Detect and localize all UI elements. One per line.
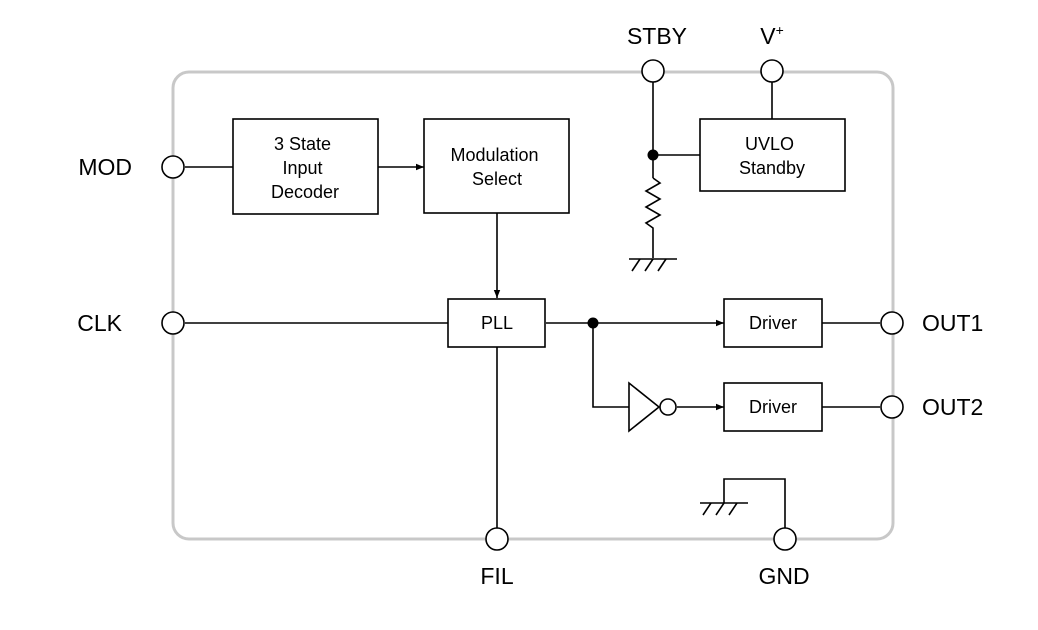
driver2-label: Driver <box>749 397 797 417</box>
modulation-label-line-2: Select <box>472 169 522 189</box>
pin-label-vplus-group: V+ <box>760 22 784 49</box>
pin-out1 <box>880 311 904 335</box>
driver2-block <box>723 382 823 432</box>
decoder-block <box>232 118 379 215</box>
pin-label-out2: OUT2 <box>922 394 983 420</box>
pll-block <box>447 298 546 348</box>
ic-outline <box>171 70 895 541</box>
uvlo-label-line-1: UVLO <box>745 134 794 154</box>
pll-label: PLL <box>481 313 513 333</box>
decoder-label-line-3: Decoder <box>271 182 339 202</box>
pin-fil <box>485 527 509 551</box>
svg-text:UVLO Standby: UVLO Standby <box>739 134 805 178</box>
pin-label-vplus-superscript: + <box>776 22 784 38</box>
pin-label-gnd: GND <box>758 563 809 589</box>
decoder-label-line-2: Input <box>282 158 322 178</box>
driver1-block <box>723 298 823 348</box>
resistor <box>644 177 662 258</box>
decoder-label-line-1: 3 State <box>274 134 331 154</box>
ground-symbol-gnd <box>700 502 748 516</box>
pin-out2 <box>880 395 904 419</box>
modulation-label-line-1: Modulation <box>450 145 538 165</box>
pin-vplus <box>760 59 784 83</box>
pin-mod <box>161 155 185 179</box>
ground-symbol-pulldown <box>629 258 677 272</box>
modulation-select-block <box>423 118 570 214</box>
pin-clk <box>161 311 185 335</box>
wire-branch-inverter <box>592 323 629 408</box>
pin-label-fil: FIL <box>480 563 513 589</box>
pin-label-out1: OUT1 <box>922 310 983 336</box>
driver1-label: Driver <box>749 313 797 333</box>
uvlo-label-line-2: Standby <box>739 158 805 178</box>
junction-dot-stby <box>647 149 659 161</box>
wire-gnd <box>723 478 786 528</box>
svg-text:Modulation Select: Modulation Select <box>450 145 543 189</box>
pin-label-mod: MOD <box>78 154 132 180</box>
pin-label-stby: STBY <box>627 23 687 49</box>
pin-label-vplus: V <box>760 23 776 49</box>
inverter <box>628 381 677 433</box>
svg-text:3 State Input Decoder: 3 State Input Decoder <box>271 134 339 202</box>
uvlo-standby-block <box>699 118 846 192</box>
pin-gnd <box>773 527 797 551</box>
pin-label-clk: CLK <box>77 310 122 336</box>
junction-dot-pll <box>587 317 599 329</box>
pin-stby <box>641 59 665 83</box>
